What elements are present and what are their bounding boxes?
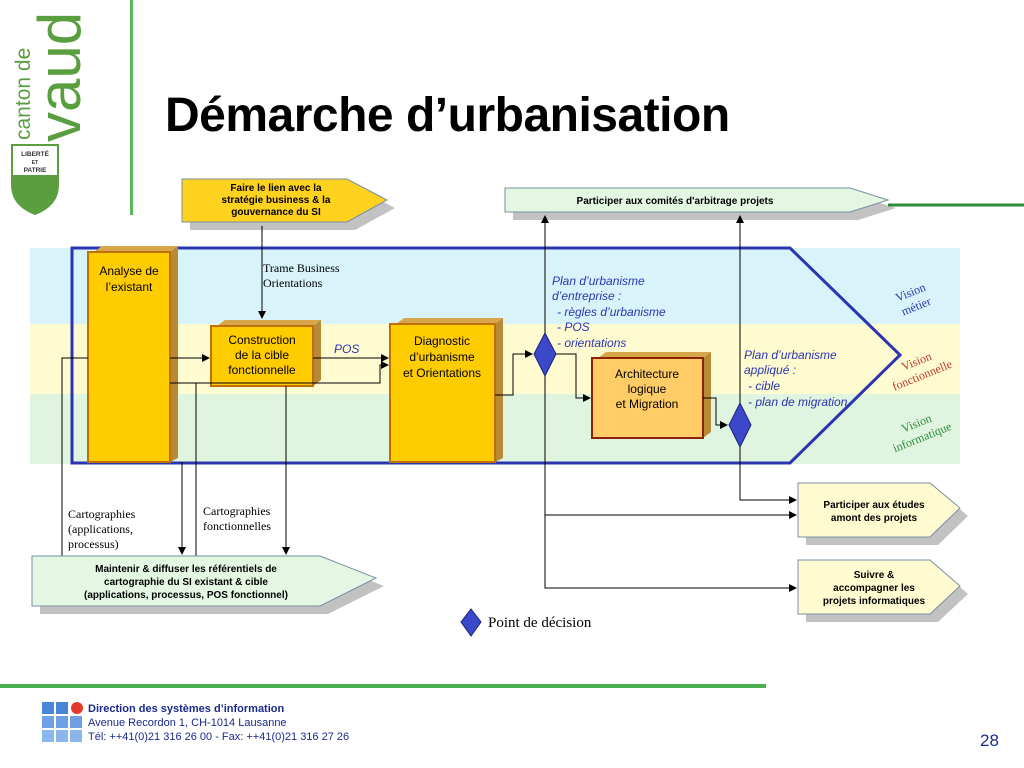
suivre-arrow <box>797 559 961 615</box>
logo-square <box>70 730 82 742</box>
carto-applications-line-1: Cartographies <box>68 507 136 521</box>
shield-green-part <box>12 175 58 214</box>
logo-square <box>42 702 54 714</box>
connector-left-loop <box>61 357 88 556</box>
header-divider <box>130 0 133 215</box>
plan-entreprise-line-5: - orientations <box>557 336 626 350</box>
construction-line-1: Construction <box>228 333 295 347</box>
plan-applique-line-3: - cible <box>748 379 780 393</box>
legend-decision-diamond <box>460 608 482 637</box>
maintenir-line-2: cartographie du SI existant & cible <box>104 577 268 588</box>
connector-analyse-diagnostic <box>170 361 389 384</box>
logo-dot <box>71 702 83 714</box>
logo-square <box>56 730 68 742</box>
suivre-line-3: projets informatiques <box>823 596 926 607</box>
analyse-box-top <box>94 246 178 252</box>
strategy-arrow-line-3: gouvernance du SI <box>231 207 321 218</box>
connector-decision-suivre <box>544 515 797 592</box>
logo-square <box>56 702 68 714</box>
logo-square <box>70 716 82 728</box>
urbanisation-diagram: Faire le lien avec la stratégie business… <box>30 178 1024 637</box>
construction-line-3: fonctionnelle <box>228 363 296 377</box>
footer-direction: Direction des systèmes d’information <box>88 703 285 715</box>
logo-square <box>56 716 68 728</box>
plan-applique-line-2: appliqué : <box>744 363 796 377</box>
logo-square <box>42 716 54 728</box>
connector-decision2-etudes <box>739 447 797 504</box>
motto-line-1: LIBERTÉ <box>21 149 49 158</box>
construction-box-side <box>313 320 321 386</box>
connector-decision-architecture <box>556 353 591 402</box>
etudes-line-2: amont des projets <box>831 513 918 524</box>
strategy-arrow-line-2: stratégie business & la <box>222 195 331 206</box>
diagnostic-box-top <box>396 318 503 324</box>
construction-box-top <box>217 320 321 326</box>
plan-entreprise-line-1: Plan d’urbanisme <box>552 274 645 288</box>
analyse-box-side <box>170 246 178 462</box>
etudes-line-1: Participer aux études <box>823 500 925 511</box>
diagnostic-line-1: Diagnostic <box>414 334 470 348</box>
logo: canton de vaud LIBERTÉ ET PATRIE <box>0 0 130 220</box>
footer-address: Avenue Recordon 1, CH-1014 Lausanne <box>88 717 287 729</box>
page-number: 28 <box>980 731 999 750</box>
architecture-line-3: et Migration <box>616 397 679 411</box>
analyse-line-1: Analyse de <box>99 264 159 278</box>
process-frame <box>70 246 903 465</box>
maintenir-line-1: Maintenir & diffuser les référentiels de <box>95 564 277 575</box>
etudes-arrow <box>797 482 961 538</box>
architecture-box-side <box>703 352 711 438</box>
footer-phone: Tél: ++41(0)21 316 26 00 - Fax: ++41(0)2… <box>88 731 350 743</box>
architecture-line-1: Architecture <box>615 367 679 381</box>
footer-divider <box>0 684 766 688</box>
arbitrage-arrow <box>504 187 890 213</box>
construction-line-2: de la cible <box>235 348 289 362</box>
pos-label: POS <box>334 342 359 356</box>
diagnostic-box <box>389 323 496 463</box>
plan-applique-line-4: - plan de migration <box>748 395 848 409</box>
legend-decision-label: Point de décision <box>488 615 592 631</box>
arbitrage-arrow-label: Participer aux comités d'arbitrage proje… <box>577 196 774 207</box>
carto-applications-line-2: (applications, <box>68 522 133 536</box>
construction-box <box>210 325 314 387</box>
connector-architecture-decision2 <box>703 397 728 429</box>
trame-line-1: Trame Business <box>263 261 340 275</box>
logo-square <box>42 730 54 742</box>
motto-line-3: PATRIE <box>24 167 48 174</box>
page-title: Démarche d’urbanisation <box>165 89 730 142</box>
carto-fonctionnelles-line-2: fonctionnelles <box>203 519 271 533</box>
logo-vaud-text: vaud <box>26 12 93 142</box>
logo-canton-text: canton de <box>12 48 35 140</box>
diagnostic-line-3: et Orientations <box>403 366 481 380</box>
canton-logo-graphic: canton de vaud LIBERTÉ ET PATRIE <box>11 12 93 216</box>
trame-line-2: Orientations <box>263 276 323 290</box>
connector-diagnostic-decision <box>495 350 533 396</box>
plan-entreprise-line-3: - règles d’urbanisme <box>557 305 666 319</box>
motto-line-2: ET <box>32 160 38 166</box>
dsi-logo <box>42 702 83 742</box>
maintenir-arrow <box>31 555 378 607</box>
maintenir-line-3: (applications, processus, POS fonctionne… <box>84 590 288 601</box>
strategy-arrow-line-1: Faire le lien avec la <box>230 183 322 194</box>
diagnostic-line-2: d’urbanisme <box>409 350 475 364</box>
strategy-arrow <box>181 178 389 223</box>
plan-entreprise-line-2: d’entreprise : <box>552 289 621 303</box>
carto-fonctionnelles-line-1: Cartographies <box>203 504 271 518</box>
analyse-box <box>87 251 171 463</box>
architecture-box-top <box>598 352 711 358</box>
analyse-line-2: l’existant <box>106 280 153 294</box>
plan-entreprise-line-4: - POS <box>557 320 590 334</box>
suivre-line-1: Suivre & <box>854 570 895 581</box>
carto-applications-line-3: processus) <box>68 537 119 551</box>
diagnostic-box-side <box>495 318 503 462</box>
suivre-line-2: accompagner les <box>833 583 915 594</box>
plan-applique-line-1: Plan d’urbanisme <box>744 348 837 362</box>
architecture-line-2: logique <box>628 382 667 396</box>
